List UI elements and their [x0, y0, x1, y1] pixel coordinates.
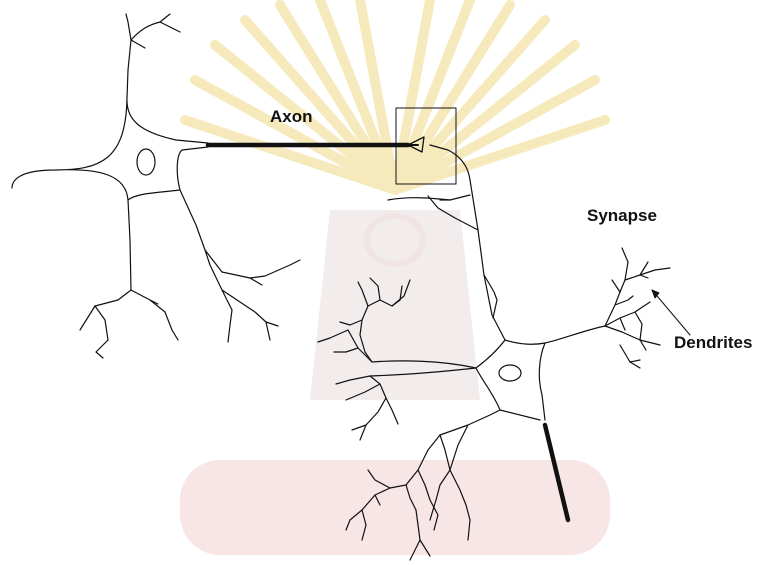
- synapse-label: Synapse: [587, 207, 657, 224]
- watermark-body: [310, 210, 480, 400]
- dendrites-arrow: [652, 290, 690, 335]
- lower-nucleus: [499, 365, 521, 381]
- watermark-emblem: [180, 0, 610, 555]
- upper-nucleus: [137, 149, 155, 175]
- upper-cell-body: [12, 98, 208, 200]
- watermark-rays: [185, 0, 605, 190]
- upper-neuron: [12, 14, 300, 358]
- dendrites-label: Dendrites: [674, 334, 752, 351]
- watermark-base: [180, 460, 610, 555]
- axon-label: Axon: [270, 108, 313, 125]
